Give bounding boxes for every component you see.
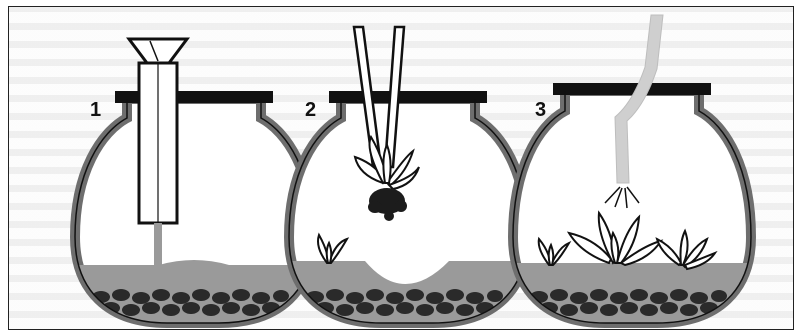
jar-2-rim [329, 91, 487, 103]
terrarium-steps-diagram [9, 7, 794, 330]
jar-1 [69, 91, 319, 327]
diagram-frame: 1 2 3 [8, 6, 794, 330]
step-label-3: 3 [535, 99, 546, 122]
jar-3-rim [553, 83, 711, 95]
step-label-2: 2 [305, 99, 316, 122]
jar-2 [283, 91, 533, 327]
soil-stream [154, 223, 162, 265]
step-label-1: 1 [90, 99, 101, 122]
